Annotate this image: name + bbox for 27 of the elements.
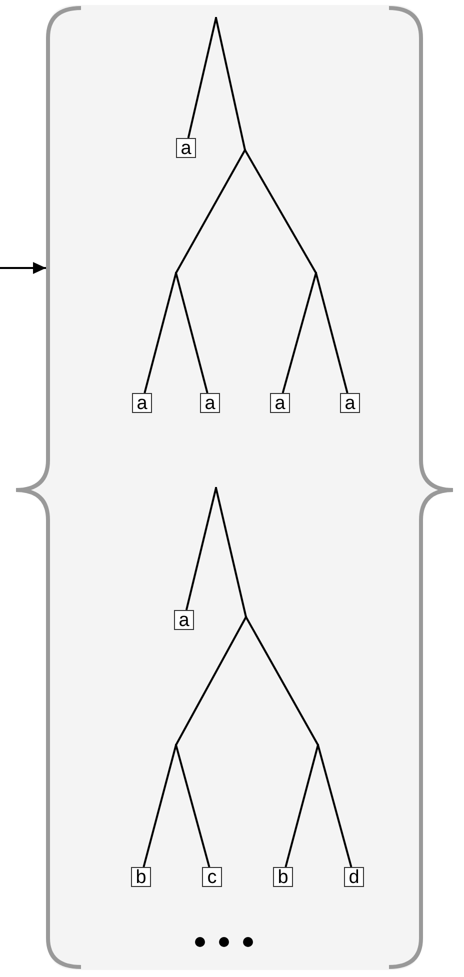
tree-line <box>315 272 348 394</box>
arrow <box>0 262 46 274</box>
tree-line <box>317 744 352 868</box>
tree-line <box>175 150 246 274</box>
leaf-label: a <box>174 610 194 630</box>
tree-line <box>245 616 319 746</box>
leaf-label: b <box>131 867 151 887</box>
tree-line <box>175 616 247 746</box>
tree-line <box>215 18 246 150</box>
tree-line <box>282 272 317 394</box>
tree-line <box>187 18 217 138</box>
tree-line <box>244 150 317 274</box>
tree-line <box>175 744 210 868</box>
tree-line <box>185 488 217 610</box>
tree-line <box>215 488 247 618</box>
leaf-label: d <box>344 867 364 887</box>
leaf-label: a <box>132 393 152 413</box>
tree-line <box>142 744 177 868</box>
leaf-label: a <box>270 393 290 413</box>
leaf-label: c <box>202 867 222 887</box>
leaf-label: b <box>273 867 293 887</box>
tree-line <box>175 272 208 394</box>
leaf-label: a <box>200 393 220 413</box>
tree-line <box>144 272 177 394</box>
tree-line <box>284 744 319 868</box>
leaf-label: a <box>340 393 360 413</box>
leaf-label: a <box>176 138 196 158</box>
